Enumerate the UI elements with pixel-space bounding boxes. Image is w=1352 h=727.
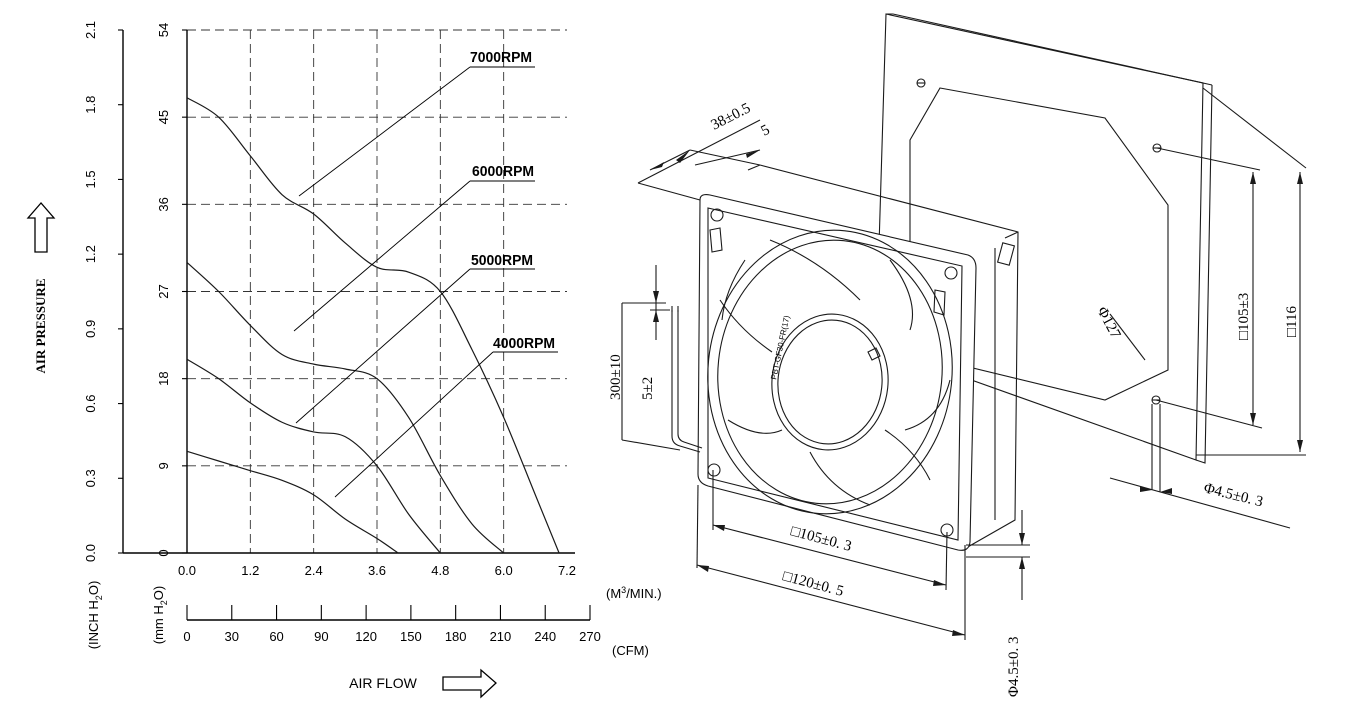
depth-dim: 38±0.5 bbox=[709, 100, 754, 133]
flange-dim: 5 bbox=[759, 122, 773, 140]
inch-tick-label: 0.3 bbox=[83, 469, 98, 487]
curve-5000rpm bbox=[186, 358, 441, 554]
x-axis-title: AIR FLOW bbox=[349, 675, 417, 691]
mm-tick-label: 27 bbox=[156, 284, 171, 298]
inch-tick-label: 0.6 bbox=[83, 395, 98, 413]
cfm-ticks: 0 30 60 90 120 150 180 210 240 270 bbox=[183, 605, 601, 644]
mount-hole-side-dim: Φ4.5±0. 3 bbox=[1006, 637, 1022, 697]
m3-unit-label: (M3/MIN.) bbox=[606, 585, 662, 601]
fan-back-frame bbox=[747, 164, 1019, 549]
dimension-arrowheads bbox=[650, 150, 1303, 636]
mm-tick-label: 18 bbox=[156, 371, 171, 385]
pq-chart: 0.0 0.3 0.6 0.9 1.2 1.5 1.8 2.1 0 9 18 27 36 45 54 0.… bbox=[26, 21, 662, 699]
mm-tick-label: 45 bbox=[156, 110, 171, 124]
lead-length-dim: 300±10 bbox=[608, 354, 624, 400]
inch-tick-label: 1.8 bbox=[83, 96, 98, 114]
rpm-label: 5000RPM bbox=[471, 252, 533, 269]
mm-unit-base: (mm H bbox=[151, 605, 166, 644]
m3-tick-label: 7.2 bbox=[558, 563, 576, 578]
pq-curves bbox=[186, 97, 560, 554]
cfm-tick-label: 240 bbox=[534, 629, 556, 644]
rpm-label: 6000RPM bbox=[472, 163, 534, 180]
m3-tick-label: 6.0 bbox=[495, 563, 513, 578]
m3-tick-label: 3.6 bbox=[368, 563, 386, 578]
inch-tick-label: 0.0 bbox=[83, 544, 98, 562]
leader-6000rpm bbox=[293, 180, 471, 332]
lead-wires bbox=[671, 306, 703, 453]
leader-5000rpm bbox=[295, 268, 471, 424]
m3-tick-label: 0.0 bbox=[178, 563, 196, 578]
leader-4000rpm bbox=[334, 351, 494, 498]
curve-7000rpm bbox=[186, 97, 560, 554]
cutout-pitch-dim: □105±3 bbox=[1236, 293, 1252, 340]
cutout-size-dim: □116 bbox=[1284, 305, 1300, 337]
inch-tick-label: 0.9 bbox=[83, 320, 98, 338]
mm-tick-label: 9 bbox=[156, 462, 171, 469]
m3-ticks: 0.0 1.2 2.4 3.6 4.8 6.0 7.2 bbox=[178, 563, 576, 578]
inch-unit-rest: O) bbox=[86, 581, 101, 595]
fan-mechanical-drawing: PBT-GF30-FR(17) bbox=[608, 13, 1307, 697]
cfm-unit-label: (CFM) bbox=[612, 643, 649, 658]
mm-tick-label: 0 bbox=[156, 549, 171, 556]
inch-tick-label: 1.2 bbox=[83, 245, 98, 263]
m3-unit-base: (M bbox=[606, 586, 621, 601]
up-arrow-icon bbox=[26, 202, 56, 253]
cfm-tick-label: 90 bbox=[314, 629, 328, 644]
cfm-tick-label: 120 bbox=[355, 629, 377, 644]
rpm-label: 7000RPM bbox=[470, 49, 532, 66]
inch-unit-base: (INCH H bbox=[86, 600, 101, 649]
right-arrow-icon bbox=[442, 668, 497, 699]
rpm-leaders: 7000RPM 6000RPM 5000RPM 4000RPM bbox=[293, 49, 558, 498]
inch-tick-label: 1.5 bbox=[83, 170, 98, 188]
m3-unit-sup: 3 bbox=[621, 585, 626, 595]
mm-tick-label: 36 bbox=[156, 197, 171, 211]
m3-tick-label: 4.8 bbox=[431, 563, 449, 578]
inch-tick-label: 2.1 bbox=[83, 21, 98, 39]
mm-unit-label: (mm H2O) bbox=[151, 586, 169, 644]
strip-dim: 5±2 bbox=[640, 377, 656, 400]
dimension-lines bbox=[621, 87, 1307, 640]
cfm-tick-label: 150 bbox=[400, 629, 422, 644]
leader-7000rpm bbox=[298, 66, 471, 197]
chart-grid bbox=[187, 29, 567, 553]
curve-6000rpm bbox=[186, 262, 505, 554]
mm-unit-rest: O) bbox=[151, 586, 166, 600]
y-axis-title: AIR PRESSURE bbox=[33, 279, 48, 374]
inch-ticks: 0.0 0.3 0.6 0.9 1.2 1.5 1.8 2.1 bbox=[83, 21, 123, 562]
mm-tick-label: 54 bbox=[156, 23, 171, 37]
cfm-tick-label: 60 bbox=[269, 629, 283, 644]
cfm-tick-label: 0 bbox=[183, 629, 190, 644]
m3-unit-rest: /MIN.) bbox=[626, 586, 661, 601]
m3-tick-label: 1.2 bbox=[241, 563, 259, 578]
mm-unit-sub: 2 bbox=[159, 600, 169, 605]
cfm-tick-label: 30 bbox=[225, 629, 239, 644]
mm-ticks: 0 9 18 27 36 45 54 bbox=[156, 23, 187, 557]
cfm-tick-label: 180 bbox=[445, 629, 467, 644]
hole-pitch-side-dim: □105±0. 3 bbox=[789, 523, 853, 555]
curve-4000rpm bbox=[186, 450, 399, 554]
cfm-tick-label: 270 bbox=[579, 629, 601, 644]
cfm-tick-label: 210 bbox=[490, 629, 512, 644]
inch-unit-sub: 2 bbox=[94, 595, 104, 600]
inch-unit-label: (INCH H2O) bbox=[86, 581, 104, 650]
rpm-label: 4000RPM bbox=[493, 335, 555, 352]
m3-tick-label: 2.4 bbox=[305, 563, 323, 578]
